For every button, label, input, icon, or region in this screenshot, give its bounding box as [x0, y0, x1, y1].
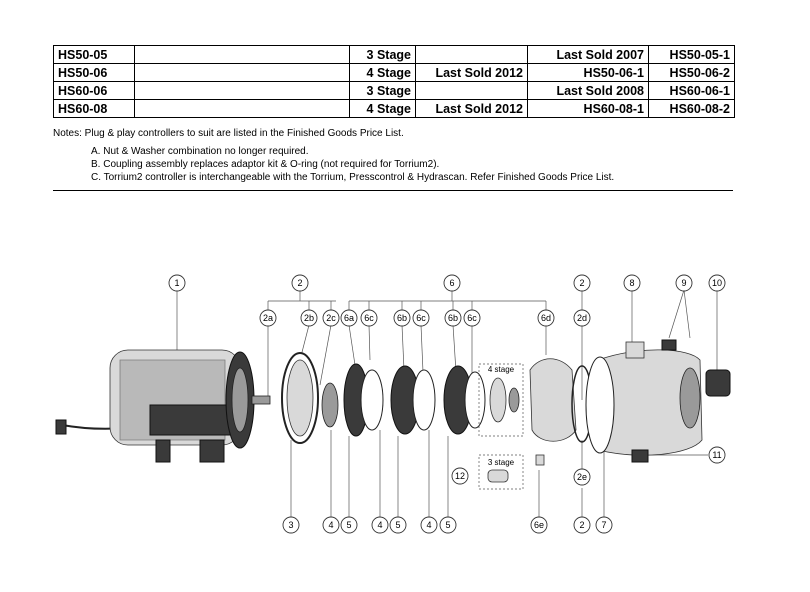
callout-2b: 2b [300, 309, 318, 327]
svg-text:6b: 6b [448, 313, 458, 323]
callout-2d: 2d [573, 309, 591, 327]
callout-5: 5 [340, 516, 358, 534]
svg-text:4: 4 [426, 520, 431, 530]
svg-text:7: 7 [601, 520, 606, 530]
note-item-b: B. Coupling assembly replaces adaptor ki… [91, 159, 440, 170]
table-cell: HS60-06-1 [648, 81, 735, 100]
callout-6b: 6b [444, 309, 462, 327]
motor-illustration [55, 349, 271, 463]
svg-text:6b: 6b [397, 313, 407, 323]
table-cell: HS50-06 [53, 63, 135, 82]
callout-6b: 6b [393, 309, 411, 327]
callout-2-bottom: 2 [573, 516, 591, 534]
callout-6d: 6d [537, 309, 555, 327]
note-item-c: C. Torrium2 controller is interchangeabl… [91, 172, 615, 183]
four-stage-label: 4 stage [488, 365, 515, 374]
svg-text:5: 5 [395, 520, 400, 530]
parts-table: HS50-05 3 Stage Last Sold 2007 HS50-05-1… [53, 45, 735, 118]
svg-text:6: 6 [449, 278, 454, 288]
svg-text:2: 2 [579, 278, 584, 288]
table-cell: Last Sold 2008 [527, 81, 649, 100]
table-row: HS60-06 3 Stage Last Sold 2008 HS60-06-1 [53, 81, 735, 100]
callout-7: 7 [595, 516, 613, 534]
svg-text:5: 5 [445, 520, 450, 530]
svg-text:6c: 6c [364, 313, 374, 323]
callout-9: 9 [675, 274, 693, 292]
callout-6e: 6e [530, 516, 548, 534]
callout-2c: 2c [322, 309, 340, 327]
table-row: HS60-08 4 Stage Last Sold 2012 HS60-08-1… [53, 99, 735, 118]
svg-text:2e: 2e [577, 472, 587, 482]
svg-text:8: 8 [629, 278, 634, 288]
svg-text:2b: 2b [304, 313, 314, 323]
svg-text:2: 2 [297, 278, 302, 288]
callout-6c: 6c [412, 309, 430, 327]
svg-text:4: 4 [377, 520, 382, 530]
svg-text:12: 12 [455, 471, 465, 481]
svg-text:1: 1 [174, 278, 179, 288]
callout-2: 2 [291, 274, 309, 292]
svg-text:11: 11 [712, 450, 721, 460]
svg-text:4: 4 [328, 520, 333, 530]
callout-1: 1 [168, 274, 186, 292]
callout-11: 11 [708, 446, 726, 464]
pump-components [281, 352, 593, 483]
svg-text:6e: 6e [534, 520, 544, 530]
note-item-a: A. Nut & Washer combination no longer re… [91, 146, 309, 157]
table-cell: HS60-08-2 [648, 99, 735, 118]
callout-3: 3 [282, 516, 300, 534]
svg-text:2d: 2d [577, 313, 587, 323]
table-cell: HS50-06-2 [648, 63, 735, 82]
notes-section: Notes: Plug & play controllers to suit a… [53, 127, 733, 184]
table-cell: HS60-08 [53, 99, 135, 118]
svg-text:6c: 6c [416, 313, 426, 323]
table-row: HS50-05 3 Stage Last Sold 2007 HS50-05-1 [53, 45, 735, 64]
table-cell: HS60-08-1 [527, 99, 649, 118]
svg-text:10: 10 [712, 278, 722, 288]
svg-text:3: 3 [288, 520, 293, 530]
three-stage-label: 3 stage [488, 458, 515, 467]
table-cell: HS50-06-1 [527, 63, 649, 82]
svg-text:6c: 6c [467, 313, 477, 323]
callout-6: 6 [443, 274, 461, 292]
callout-4: 4 [371, 516, 389, 534]
callout-5: 5 [439, 516, 457, 534]
callout-6c: 6c [360, 309, 378, 327]
callout-5: 5 [389, 516, 407, 534]
callout-10: 10 [708, 274, 726, 292]
callout-leaders [176, 289, 718, 518]
callout-12: 12 [451, 467, 469, 485]
svg-text:6d: 6d [541, 313, 551, 323]
callout-4: 4 [322, 516, 340, 534]
callout-6a: 6a [340, 309, 358, 327]
callout-4: 4 [420, 516, 438, 534]
table-cell: Last Sold 2012 [415, 99, 528, 118]
notes-intro: Notes: Plug & play controllers to suit a… [53, 128, 404, 139]
table-cell: HS50-05-1 [648, 45, 735, 64]
svg-text:2c: 2c [326, 313, 336, 323]
table-cell: HS60-06 [53, 81, 135, 100]
stage-boxes [478, 363, 524, 490]
table-cell: 4 Stage [349, 99, 416, 118]
callout-2-right: 2 [573, 274, 591, 292]
notes-divider [53, 190, 733, 191]
pump-body-illustration [585, 339, 731, 463]
callout-8: 8 [623, 274, 641, 292]
svg-text:2: 2 [579, 520, 584, 530]
svg-text:5: 5 [346, 520, 351, 530]
callout-2a: 2a [259, 309, 277, 327]
callout-2e: 2e [573, 468, 591, 486]
callout-6c: 6c [463, 309, 481, 327]
table-cell: 4 Stage [349, 63, 416, 82]
svg-text:9: 9 [681, 278, 686, 288]
svg-text:6a: 6a [344, 313, 354, 323]
svg-text:2a: 2a [263, 313, 273, 323]
